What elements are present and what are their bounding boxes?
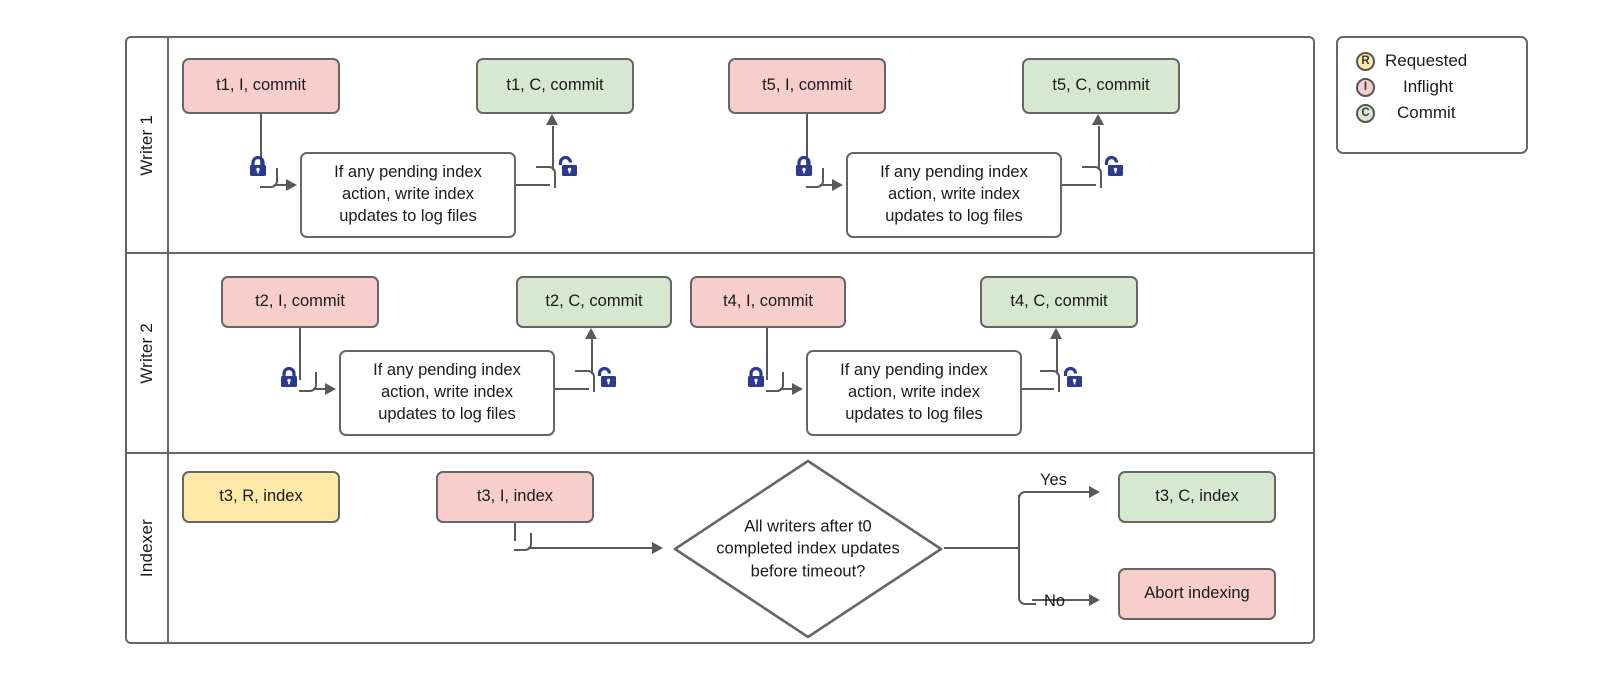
process-line-3: updates to log files [845,404,983,423]
lock-open-icon [594,366,618,390]
node-t1-inflight-commit[interactable]: t1, I, commit [182,58,340,114]
node-writer1-index-process-2[interactable]: If any pending index action, write index… [846,152,1062,238]
node-decision-writers-completed[interactable]: All writers after t0 completed index upd… [672,458,944,640]
process-line-2: action, write index [380,383,514,402]
process-line-1: If any pending index [334,163,482,182]
lane-label-writer-2: Writer 2 [137,322,156,384]
lock-closed-icon [277,366,301,390]
node-abort-indexing[interactable]: Abort indexing [1118,568,1276,620]
lane-label-indexer: Indexer [137,518,156,578]
decision-text-block: All writers after t0 completed index upd… [690,516,926,583]
lane-header-indexer: Indexer [127,454,169,642]
legend-item-commit: C Commit [1356,100,1526,126]
lock-open-icon [555,155,579,179]
process-line-3: updates to log files [378,404,516,423]
decision-line-2: completed index updates [716,539,900,558]
node-t5-inflight-commit[interactable]: t5, I, commit [728,58,886,114]
lane-header-writer-2: Writer 2 [127,254,169,452]
legend-label-commit: Commit [1397,103,1456,122]
legend-item-requested: R Requested [1356,48,1526,74]
inflight-state-icon: I [1356,77,1375,97]
node-t1-commit-commit[interactable]: t1, C, commit [476,58,634,114]
node-writer2-index-process-2[interactable]: If any pending index action, write index… [806,350,1022,436]
process-line-1: If any pending index [373,361,521,380]
commit-state-icon: C [1356,103,1375,123]
node-t3-inflight-index[interactable]: t3, I, index [436,471,594,523]
branch-label-no: No [1044,592,1066,610]
node-t3-commit-index[interactable]: t3, C, index [1118,471,1276,523]
node-t4-inflight-commit[interactable]: t4, I, commit [690,276,846,328]
legend-label-requested: Requested [1385,51,1468,70]
branch-label-yes: Yes [1040,471,1067,489]
process-line-2: action, write index [341,185,475,204]
node-t2-commit-commit[interactable]: t2, C, commit [516,276,672,328]
node-t2-inflight-commit[interactable]: t2, I, commit [221,276,379,328]
process-line-3: updates to log files [885,206,1023,225]
process-text-block: If any pending index action, write index… [840,360,988,425]
decision-line-3: before timeout? [750,562,866,581]
node-writer1-index-process-1[interactable]: If any pending index action, write index… [300,152,516,238]
process-line-3: updates to log files [339,206,477,225]
legend-panel: R Requested I Inflight C Commit [1336,36,1528,154]
lock-open-icon [1060,366,1084,390]
process-line-2: action, write index [847,383,981,402]
lock-closed-icon [792,155,816,179]
lane-label-writer-1: Writer 1 [137,114,156,176]
lane-header-writer-1: Writer 1 [127,38,169,252]
lock-open-icon [1101,155,1125,179]
node-t4-commit-commit[interactable]: t4, C, commit [980,276,1138,328]
lock-closed-icon [246,155,270,179]
decision-line-1: All writers after t0 [744,517,872,536]
node-t3-requested-index[interactable]: t3, R, index [182,471,340,523]
process-text-block: If any pending index action, write index… [334,162,482,227]
process-line-2: action, write index [887,185,1021,204]
legend-item-inflight: I Inflight [1356,74,1526,100]
node-t5-commit-commit[interactable]: t5, C, commit [1022,58,1180,114]
diamond-shape [673,459,943,639]
legend-label-inflight: Inflight [1403,77,1454,96]
process-line-1: If any pending index [840,361,988,380]
process-text-block: If any pending index action, write index… [373,360,521,425]
requested-state-icon: R [1356,51,1375,71]
lock-closed-icon [744,366,768,390]
process-line-1: If any pending index [880,163,1028,182]
node-writer2-index-process-1[interactable]: If any pending index action, write index… [339,350,555,436]
process-text-block: If any pending index action, write index… [880,162,1028,227]
